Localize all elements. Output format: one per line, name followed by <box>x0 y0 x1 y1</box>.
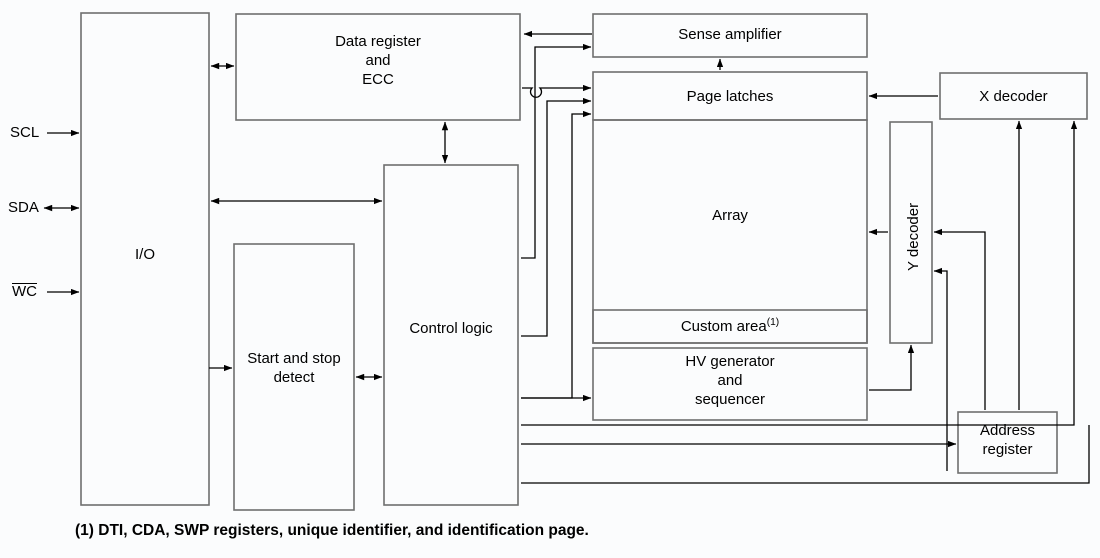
wire-address-register-to-y-decoder-b <box>933 267 948 471</box>
block-data-register-ecc <box>235 13 521 121</box>
block-io <box>80 12 210 506</box>
label-y-decoder: Y decoder <box>905 202 922 271</box>
pin-label-scl: SCL <box>10 124 40 141</box>
block-custom-area <box>592 309 868 344</box>
wire-hv-generator-to-y-decoder <box>869 344 915 391</box>
block-control-logic <box>383 164 519 506</box>
wire-control-logic-to-sense-amplifier <box>521 43 592 259</box>
block-address-register <box>957 411 1058 474</box>
block-y-decoder <box>889 121 933 344</box>
block-hv-generator <box>592 347 868 421</box>
figure-caption: (1) DTI, CDA, SWP registers, unique iden… <box>75 522 589 539</box>
wire-control-logic-to-page-latches-a <box>521 97 592 337</box>
pin-label-sda: SDA <box>8 199 39 216</box>
wire-control-logic-to-page-latches-b <box>521 110 592 399</box>
wire-address-register-to-y-decoder-a <box>933 228 986 410</box>
wire-control-logic-to-x-decoder <box>521 120 1078 426</box>
block-sense-amplifier <box>592 13 868 58</box>
block-start-stop-detect <box>233 243 355 511</box>
block-page-latches <box>592 71 868 121</box>
block-x-decoder <box>939 72 1088 120</box>
wire-data-register-to-page-latches <box>522 84 592 98</box>
wire-control-logic-to-address-register-b <box>521 425 1090 484</box>
pin-label-wc: WC <box>12 283 37 300</box>
